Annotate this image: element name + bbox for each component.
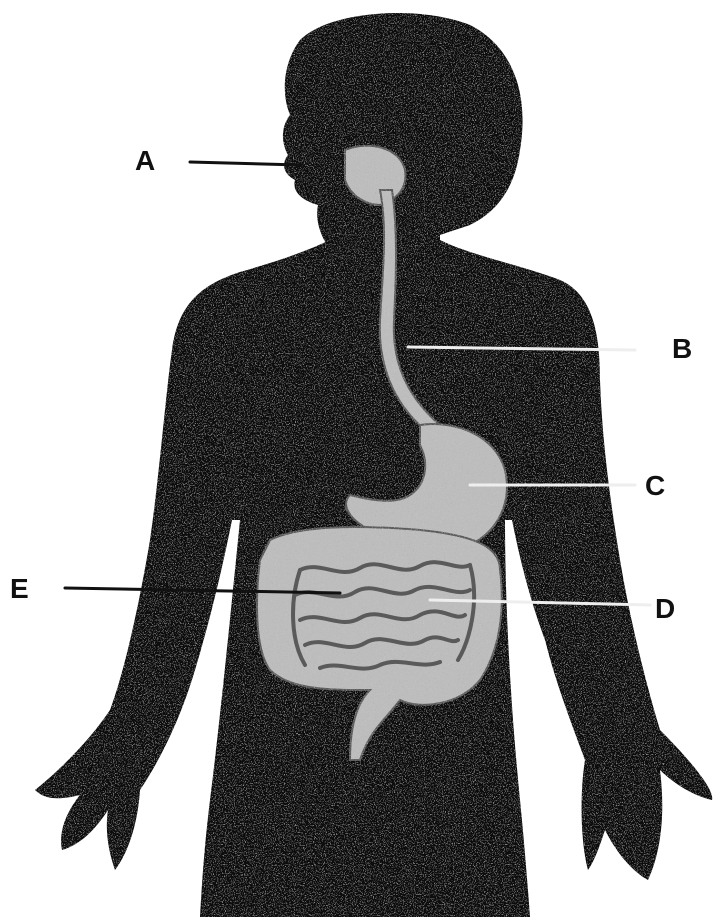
leader-line-a	[190, 162, 300, 165]
label-a: A	[135, 145, 155, 176]
label-c: C	[645, 470, 665, 501]
label-b: B	[672, 333, 692, 364]
label-e: E	[10, 573, 29, 604]
head-shape	[283, 13, 523, 250]
label-d: D	[655, 593, 675, 624]
